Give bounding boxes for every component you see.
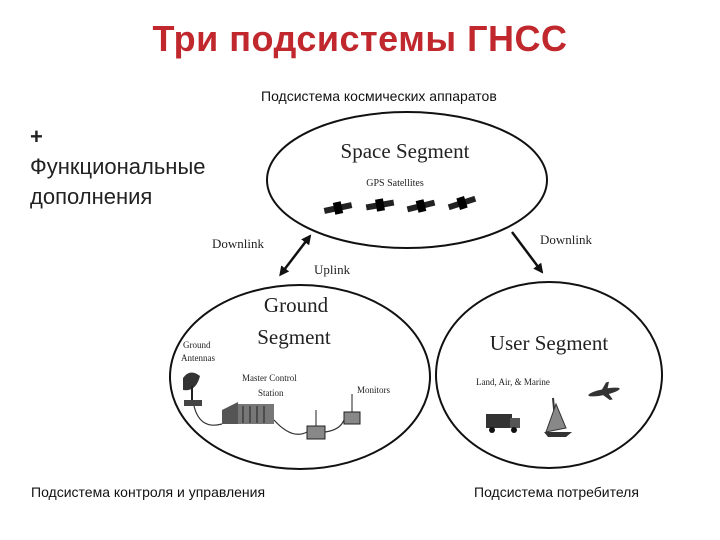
satellite-icon — [447, 195, 477, 211]
downlink-right-label: Downlink — [540, 232, 593, 247]
antenna-dish-icon — [183, 372, 202, 406]
side-note: + Функциональные дополнения — [30, 122, 206, 212]
satellite-icon — [365, 198, 395, 212]
master-control-station-icon — [222, 402, 274, 424]
ground-subsystem-caption: Подсистема контроля и управления — [31, 484, 266, 500]
master-control-label-line2: Station — [258, 388, 284, 398]
downlink-left-label: Downlink — [212, 236, 265, 251]
uplink-label: Uplink — [314, 262, 351, 277]
truck-icon — [486, 414, 520, 433]
satellite-icon — [323, 201, 353, 215]
space-subsystem-caption: Подсистема космических аппаратов — [261, 88, 497, 104]
user-segment-ellipse — [435, 281, 663, 469]
side-note-line2: дополнения — [30, 184, 153, 209]
network-cable — [193, 405, 345, 435]
downlink-right-arrow — [511, 231, 544, 274]
page-title: Три подсистемы ГНСС — [152, 18, 568, 59]
user-segment-title: User Segment — [490, 331, 609, 355]
ground-segment-title-line2: Segment — [257, 325, 331, 349]
gps-satellites-label: GPS Satellites — [366, 178, 424, 189]
monitor-station-icon — [306, 394, 361, 440]
side-note-line1: Функциональные — [30, 154, 206, 179]
ground-antennas-label-line2: Antennas — [181, 353, 215, 363]
space-segment-title: Space Segment — [341, 139, 470, 163]
ground-segment-ellipse — [169, 284, 431, 470]
ground-segment-title-line1: Ground — [264, 293, 329, 317]
master-control-label-line1: Master Control — [242, 373, 297, 383]
monitors-label: Monitors — [357, 385, 391, 395]
aircraft-icon — [588, 381, 620, 400]
ship-icon — [544, 397, 572, 437]
satellite-icon — [406, 199, 436, 213]
user-subsystem-caption: Подсистема потребителя — [474, 484, 639, 500]
ground-antennas-label-line1: Ground — [183, 340, 211, 350]
space-segment-ellipse — [266, 111, 548, 249]
land-air-marine-label: Land, Air, & Marine — [476, 377, 550, 387]
plus-sign: + — [30, 124, 43, 149]
downlink-uplink-arrow — [279, 234, 312, 277]
